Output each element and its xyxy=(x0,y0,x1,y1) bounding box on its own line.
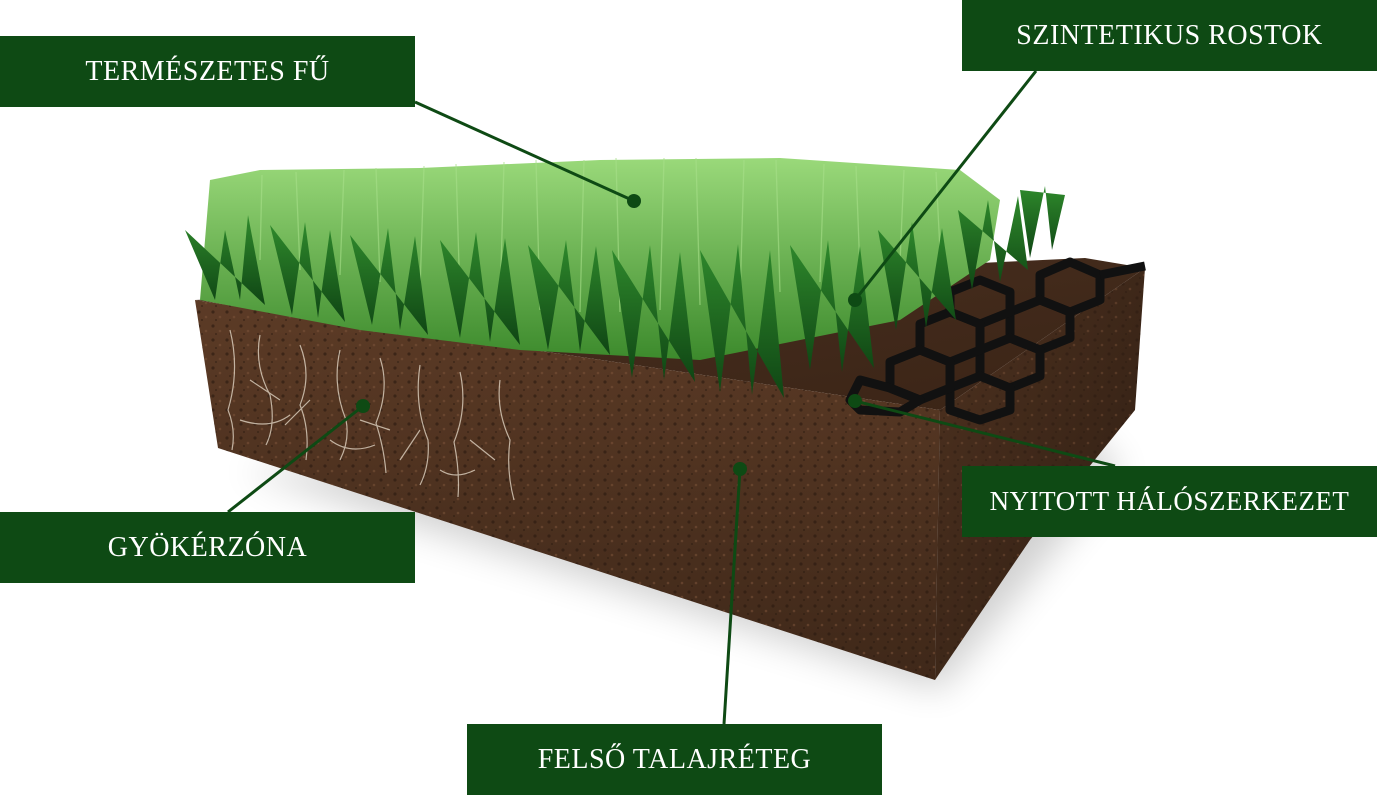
soil-front-face xyxy=(195,300,940,680)
label-synthetic-fibers: SZINTETIKUS ROSTOK xyxy=(962,0,1377,71)
leader-line-topsoil xyxy=(722,468,742,725)
label-topsoil-text: FELSŐ TALAJRÉTEG xyxy=(537,743,812,775)
dot-open-mesh xyxy=(848,394,862,408)
leader-dots xyxy=(356,194,862,476)
leader-line-root-zone xyxy=(227,404,364,514)
leader-line-synthetic-fibers xyxy=(853,70,1038,301)
leader-lines xyxy=(227,70,1116,725)
open-mesh xyxy=(845,257,1146,425)
label-root-zone: GYÖKÉRZÓNA xyxy=(0,512,415,583)
label-natural-grass: TERMÉSZETES FŰ xyxy=(0,36,415,107)
label-natural-grass-text: TERMÉSZETES FŰ xyxy=(85,55,330,87)
label-open-mesh: NYITOTT HÁLÓSZERKEZET xyxy=(962,466,1377,537)
label-open-mesh-text: NYITOTT HÁLÓSZERKEZET xyxy=(989,486,1350,516)
dot-topsoil xyxy=(733,462,747,476)
dot-root-zone xyxy=(356,399,370,413)
root-strands xyxy=(227,329,515,501)
label-topsoil: FELSŐ TALAJRÉTEG xyxy=(467,724,882,795)
dot-natural-grass xyxy=(627,194,641,208)
leader-line-open-mesh xyxy=(854,399,1116,468)
grass-dark-tufts xyxy=(185,186,1065,398)
dot-synthetic-fibers xyxy=(848,293,862,307)
label-root-zone-text: GYÖKÉRZÓNA xyxy=(107,531,308,563)
label-synthetic-fibers-text: SZINTETIKUS ROSTOK xyxy=(1016,19,1323,51)
leader-line-natural-grass xyxy=(414,100,635,203)
